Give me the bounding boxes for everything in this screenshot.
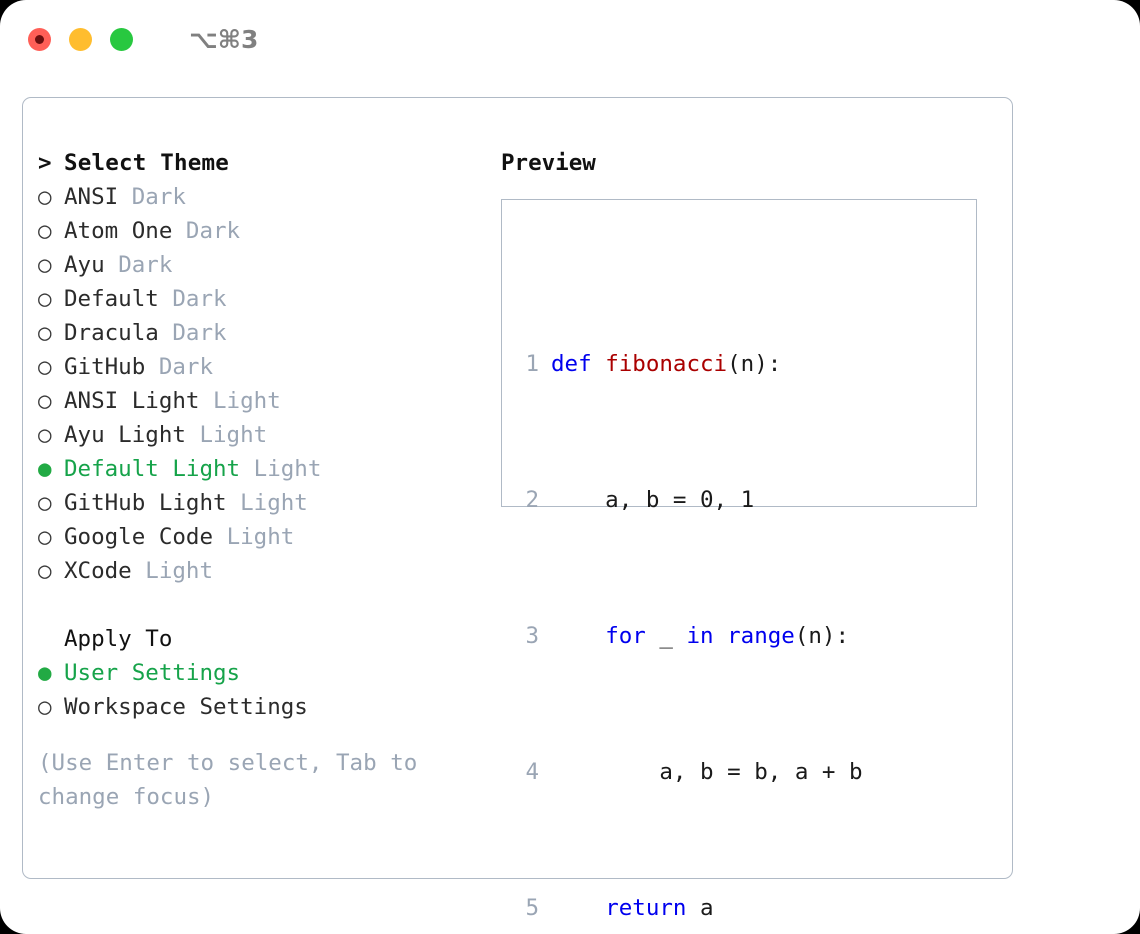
code-token: a [686,895,714,921]
theme-variant: Light [240,490,308,516]
theme-option-ayu-light[interactable]: ○ Ayu Light Light [38,418,478,452]
apply-to-label: Workspace Settings [64,694,308,720]
apply-to-option-user-settings[interactable]: ● User Settings [38,656,478,690]
radio-unselected-icon[interactable]: ○ [38,694,52,720]
theme-selector-panel: >Select Theme ○ANSI Dark ○Atom One Dark … [22,97,1013,921]
radio-unselected-icon[interactable]: ○ [38,218,52,244]
line-number: 3 [525,623,539,649]
radio-unselected-icon[interactable]: ○ [38,286,52,312]
theme-variant: Dark [185,218,241,244]
code-token: _ [645,623,687,649]
theme-option-xcode[interactable]: ○ XCode Light [38,554,478,588]
apply-to-option-workspace-settings[interactable]: ○ Workspace Settings [38,690,478,724]
close-button[interactable] [28,27,51,51]
radio-selected-icon[interactable]: ● [38,660,52,686]
code-token: for [605,623,646,649]
theme-option-ayu-dark[interactable]: ○ Ayu Dark [38,248,478,282]
radio-unselected-icon[interactable]: ○ [38,252,52,278]
theme-variant: Dark [118,252,173,278]
theme-name: XCode [64,558,132,584]
theme-option-google-code[interactable]: ○ Google Code Light [38,520,478,554]
radio-unselected-icon[interactable]: ○ [38,354,52,380]
list-spacer [38,588,478,622]
maximize-button[interactable] [110,27,133,51]
line-number: 5 [525,895,539,921]
select-theme-header: > Select Theme [38,146,478,180]
line-number: 4 [525,759,539,785]
code-line: 1 def fibonacci(n): [519,347,903,381]
theme-variant: Light [213,388,281,414]
title-bar: ⌥⌘3 [0,0,1140,78]
theme-name: Default Light [64,456,241,482]
theme-name: Dracula [64,320,159,346]
theme-variant: Dark [158,354,214,380]
theme-name: GitHub Light [64,490,227,516]
theme-option-dracula-dark[interactable]: ○ Dracula Dark [38,316,478,350]
code-line: 3 for _ in range(n): [519,619,903,653]
select-theme-header-label: Select Theme [64,150,229,176]
radio-unselected-icon[interactable]: ○ [38,490,52,516]
apply-to-header: Apply To [64,626,173,652]
radio-unselected-icon[interactable]: ○ [38,422,52,448]
theme-name: ANSI Light [64,388,200,414]
theme-option-default-dark[interactable]: ○ Default Dark [38,282,478,316]
code-token [551,895,605,921]
theme-name: Default [64,286,159,312]
radio-unselected-icon[interactable]: ○ [38,388,52,414]
theme-list-column: >Select Theme ○ANSI Dark ○Atom One Dark … [38,146,478,814]
theme-option-github-light[interactable]: ○ GitHub Light Light [38,486,478,520]
theme-name: Ayu [64,252,105,278]
theme-name: Atom One [64,218,173,244]
keyboard-shortcut-label: ⌥⌘3 [189,24,259,54]
code-token: in range [686,623,795,649]
code-token: def [551,351,606,377]
theme-variant: Light [199,422,268,448]
theme-option-atom-one-dark[interactable]: ○ Atom One Dark [38,214,478,248]
theme-name: GitHub [64,354,146,380]
theme-option-ansi-light[interactable]: ○ ANSI Light Light [38,384,478,418]
code-token: (n): [727,351,782,377]
line-number: 1 [525,351,539,377]
theme-option-default-light[interactable]: ● Default Light Light [38,452,478,486]
theme-variant: Dark [172,286,227,312]
radio-unselected-icon[interactable]: ○ [38,320,52,346]
theme-name: ANSI [64,184,119,210]
theme-variant: Dark [172,320,227,346]
code-token: fibonacci [605,351,728,377]
theme-variant: Dark [131,184,186,210]
apply-to-label: User Settings [64,660,241,686]
theme-option-ansi-dark[interactable]: ○ ANSI Dark [38,180,478,214]
theme-name: Ayu Light [64,422,186,448]
theme-name: Google Code [64,524,214,550]
radio-selected-icon[interactable]: ● [38,456,52,482]
prompt-caret-icon: > [38,150,52,176]
radio-unselected-icon[interactable]: ○ [38,558,52,584]
code-token: a, b = b, a + b [551,759,863,785]
minimize-button[interactable] [69,27,92,51]
preview-header: Preview [501,150,596,176]
theme-option-github-dark[interactable]: ○ GitHub Dark [38,350,478,384]
code-token: return [605,895,687,921]
code-line: 5 return a [519,891,903,925]
window-controls [28,27,133,51]
radio-unselected-icon[interactable]: ○ [38,524,52,550]
code-line: 2 a, b = 0, 1 [519,483,903,517]
code-token: a, b = 0, 1 [551,487,755,513]
theme-variant: Light [253,456,322,482]
code-token [551,623,605,649]
radio-unselected-icon[interactable]: ○ [38,184,52,210]
theme-variant: Light [145,558,214,584]
theme-variant: Light [226,524,295,550]
line-number: 2 [525,487,539,513]
code-token: (n): [794,623,850,649]
keyboard-hint-text: (Use Enter to select, Tab to change focu… [38,750,418,810]
code-line: 4 a, b = b, a + b [519,755,903,789]
